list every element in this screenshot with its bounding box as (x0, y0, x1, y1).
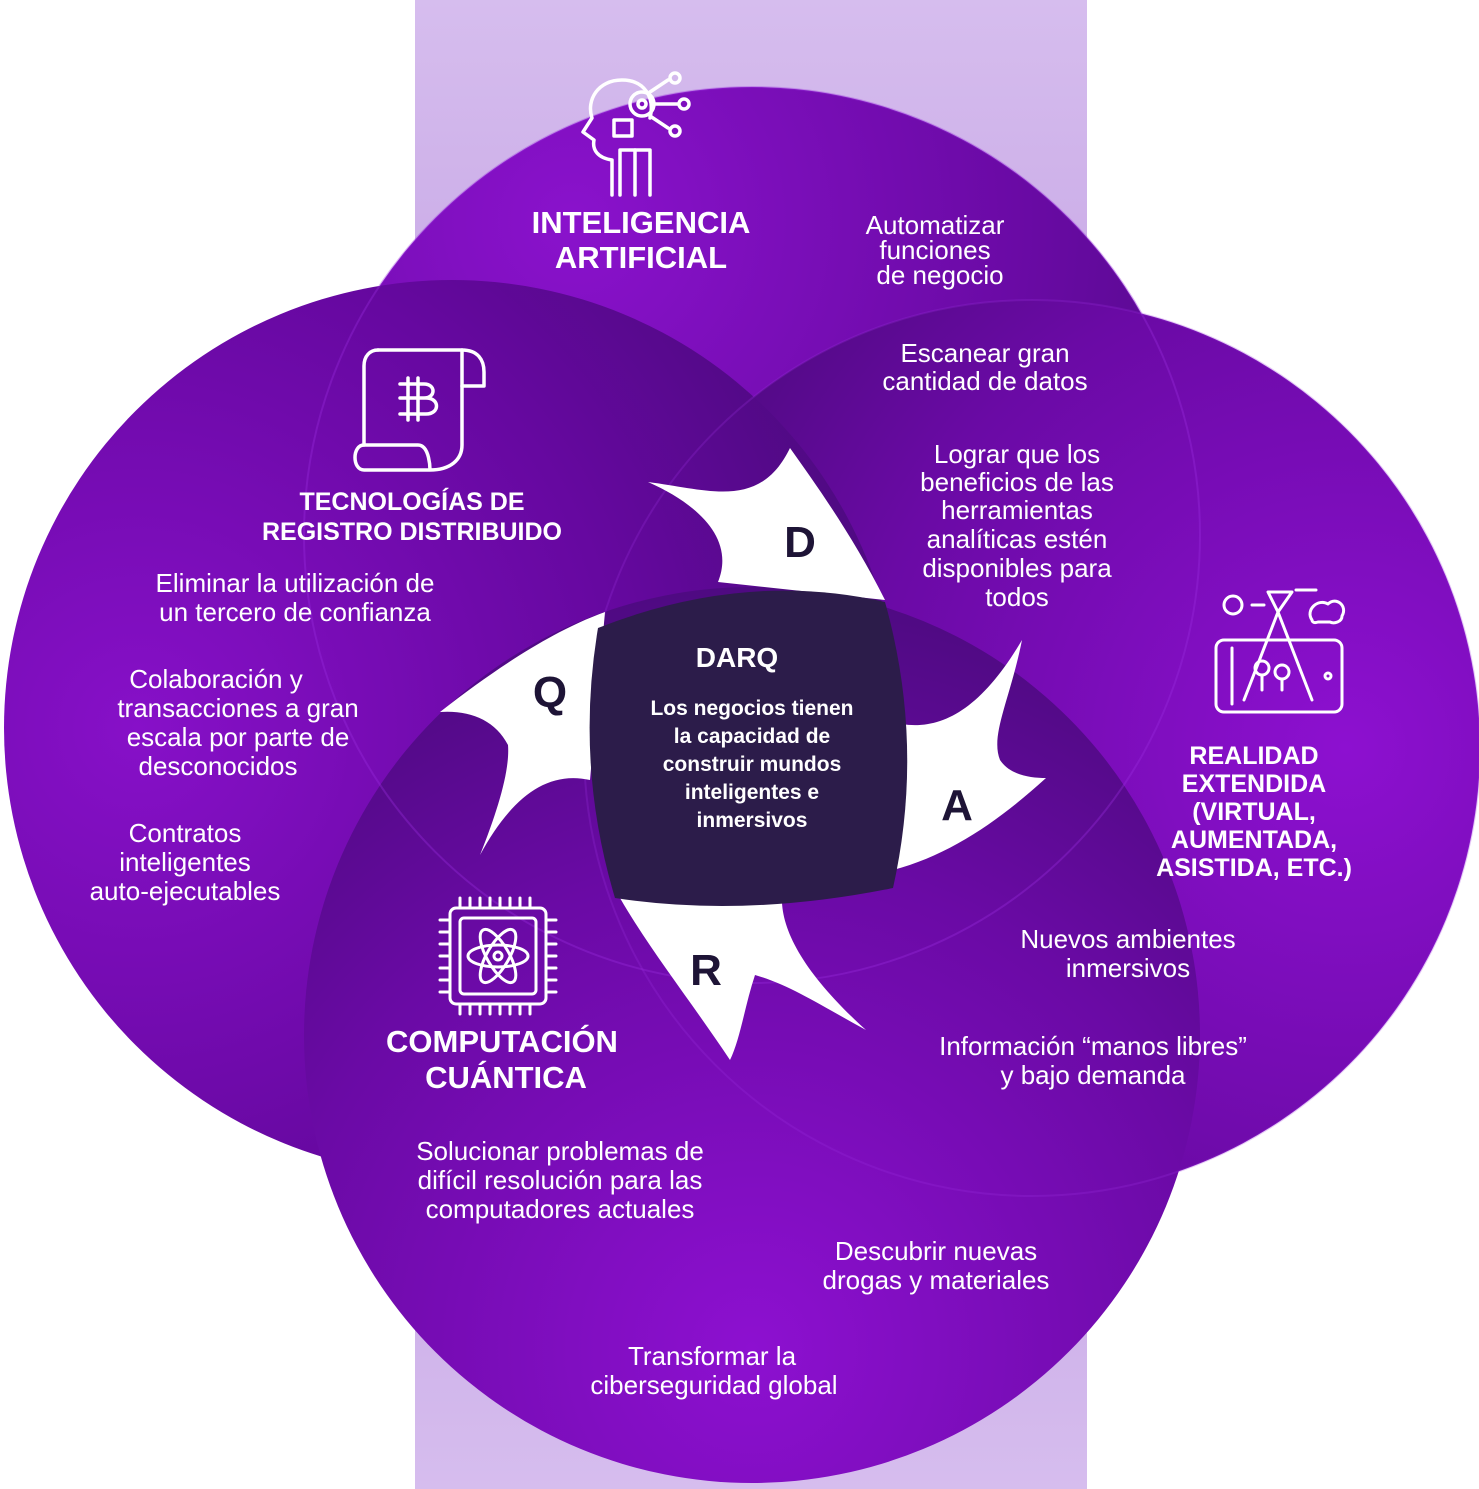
center-line-1: Los negocios tienen (650, 697, 853, 720)
center-line-4: inteligentes e (685, 781, 819, 804)
ai-point-1-line-2: funciones (879, 235, 990, 265)
dlt-point-1-line-2: un tercero de confianza (159, 597, 431, 627)
ai-point-2-line-2: cantidad de datos (882, 366, 1087, 396)
arrow-d (648, 448, 885, 600)
letter-a: A (941, 781, 973, 830)
ai-point-1-line-3: de negocio (876, 260, 1003, 290)
center-line-3: construir mundos (663, 753, 842, 776)
letter-r: R (690, 946, 722, 995)
qc-title-line-2: CUÁNTICA (425, 1060, 587, 1095)
ai-point-3-line-5: disponibles para (922, 553, 1112, 583)
ai-head-gear-icon (581, 71, 691, 197)
arrow-r (620, 895, 866, 1060)
ai-title-line-2: ARTIFICIAL (555, 240, 727, 275)
xr-title-line-4: AUMENTADA, (1171, 826, 1337, 854)
dlt-title-line-2: REGISTRO DISTRIBUIDO (262, 518, 562, 546)
dlt-point-3-line-1: Contratos (129, 818, 242, 848)
center-title: DARQ (696, 642, 778, 673)
ai-points: Automatizar funciones de negocio Escanea… (866, 210, 1114, 612)
xr-title-line-5: ASISTIDA, ETC.) (1156, 854, 1352, 882)
arrow-a (885, 640, 1046, 870)
xr-title-line-3: (VIRTUAL, (1192, 798, 1316, 826)
qc-point-3-line-2: ciberseguridad global (590, 1370, 837, 1400)
arrow-q (440, 612, 605, 855)
dlt-points: Eliminar la utilización de un tercero de… (90, 568, 435, 906)
qc-point-1-line-2: difícil resolución para las (418, 1165, 703, 1195)
atom-chip-icon (438, 896, 558, 1016)
dlt-point-2-line-4: desconocidos (139, 751, 298, 781)
letter-q: Q (533, 668, 567, 717)
dlt-point-1-line-1: Eliminar la utilización de (156, 568, 435, 598)
dlt-point-2-line-3: escala por parte de (127, 722, 350, 752)
xr-point-1-line-2: inmersivos (1066, 953, 1190, 983)
xr-point-1-line-1: Nuevos ambientes (1020, 924, 1235, 954)
center-content: DARQ Los negocios tienen la capacidad de… (650, 642, 853, 832)
ai-point-3-line-2: beneficios de las (920, 467, 1114, 497)
dlt-point-3-line-3: auto-ejecutables (90, 876, 281, 906)
qc-points: Solucionar problemas de difícil resoluci… (416, 1136, 1049, 1400)
qc-point-3-line-1: Transformar la (628, 1341, 797, 1371)
xr-point-2-line-1: Información “manos libres” (939, 1031, 1247, 1061)
dlt-title-line-1: TECNOLOGÍAS DE (299, 487, 524, 516)
ai-point-2-line-1: Escanear gran (900, 338, 1069, 368)
ai-point-3-line-6: todos (985, 582, 1049, 612)
dlt-point-2-line-1: Colaboración y (129, 664, 302, 694)
letter-d: D (784, 518, 816, 567)
dlt-point-3-line-2: inteligentes (119, 847, 251, 877)
tablet-landscape-icon (1214, 588, 1345, 714)
xr-title-line-1: REALIDAD (1189, 742, 1318, 770)
qc-title-line-1: COMPUTACIÓN (386, 1023, 618, 1059)
ai-point-3-line-1: Lograr que los (934, 439, 1100, 469)
center-line-2: la capacidad de (674, 725, 830, 748)
ai-title-line-1: INTELIGENCIA (532, 205, 751, 240)
xr-title-line-2: EXTENDIDA (1182, 770, 1326, 798)
xr-points: Nuevos ambientes inmersivos Información … (939, 924, 1247, 1090)
qc-point-2-line-2: drogas y materiales (823, 1265, 1050, 1295)
center-box (589, 590, 908, 906)
qc-point-1-line-1: Solucionar problemas de (416, 1136, 704, 1166)
ai-point-3-line-3: herramientas (941, 495, 1093, 525)
center-line-5: inmersivos (697, 809, 808, 832)
xr-point-2-line-2: y bajo demanda (1000, 1060, 1186, 1090)
ai-point-3-line-4: analíticas estén (927, 524, 1108, 554)
qc-point-2-line-1: Descubrir nuevas (835, 1236, 1037, 1266)
ai-point-1-line-1: Automatizar (866, 210, 1005, 240)
qc-point-1-line-3: computadores actuales (426, 1194, 695, 1224)
dlt-point-2-line-2: transacciones a gran (117, 693, 358, 723)
bitcoin-scroll-icon (353, 348, 486, 472)
